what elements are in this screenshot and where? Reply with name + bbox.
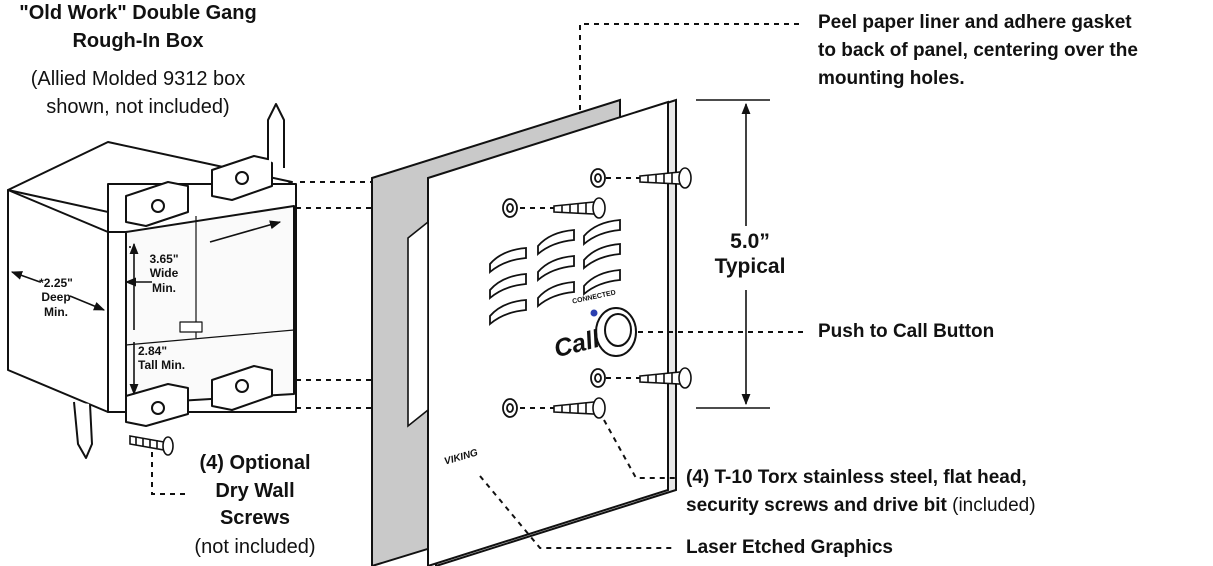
dim-tall: 2.84" Tall Min. [138, 344, 202, 373]
call-button-graphic [595, 307, 637, 357]
drywall-screw [129, 435, 174, 456]
box-note-line2: shown, not included) [46, 96, 230, 118]
box-title-line2: Rough-In Box [72, 30, 204, 52]
optional-screws-line1: (4) Optional [199, 452, 311, 474]
box-title-line1: "Old Work" Double Gang [19, 2, 257, 24]
button-callout: Push to Call Button [818, 321, 995, 342]
box-note-line1: (Allied Molded 9312 box [30, 68, 246, 90]
gasket-callout-line1: Peel paper liner and adhere gasket [818, 12, 1132, 33]
torx-screws [553, 167, 692, 419]
torx-callout-bold: security screws and drive bit [686, 495, 947, 516]
connected-led [590, 309, 598, 317]
call-panel [407, 98, 677, 566]
dim-tall-label: Tall Min. [138, 358, 186, 373]
torx-screw-1 [639, 167, 692, 189]
torx-callout-line2: security screws and drive bit (included) [686, 495, 1036, 517]
box-opening [125, 205, 295, 405]
leader-lines [151, 23, 808, 549]
torx-screw-3 [639, 367, 692, 389]
dim-tall-value: 2.84" [138, 344, 168, 358]
box-dimension-arrows [10, 220, 282, 396]
torx-callout-line1: (4) T-10 Torx stainless steel, flat head… [686, 467, 1027, 488]
dim-wide-value: 3.65" [149, 252, 179, 266]
optional-screws-line4: (not included) [194, 536, 316, 558]
torx-screw-2 [553, 197, 606, 219]
graphics-callout: Laser Etched Graphics [686, 537, 893, 558]
gasket-callout-line2: to back of panel, centering over the [818, 40, 1138, 61]
dim-wide-label: Wide [149, 266, 179, 281]
optional-screws-line3: Screws [219, 507, 291, 529]
torx-callout-included: (included) [946, 495, 1036, 516]
dim-deep-value: *2.25" [39, 276, 73, 290]
rough-in-box [7, 103, 297, 459]
dim-deep-label: Deep [41, 290, 71, 305]
optional-screws-line2: Dry Wall [215, 480, 295, 502]
height-dimension [696, 99, 770, 409]
dim-wide: 3.65" Wide Min. [138, 252, 190, 295]
dim-deep: *2.25" Deep Min. [30, 276, 82, 319]
height-value: 5.0” [730, 230, 770, 253]
speaker-grille [489, 219, 621, 326]
torx-screw-4 [553, 397, 606, 419]
dim-wide-min: Min. [152, 280, 176, 295]
gasket-callout-line3: mounting holes. [818, 68, 965, 89]
height-label: Typical [714, 255, 786, 278]
dim-deep-min: Min. [44, 304, 68, 319]
